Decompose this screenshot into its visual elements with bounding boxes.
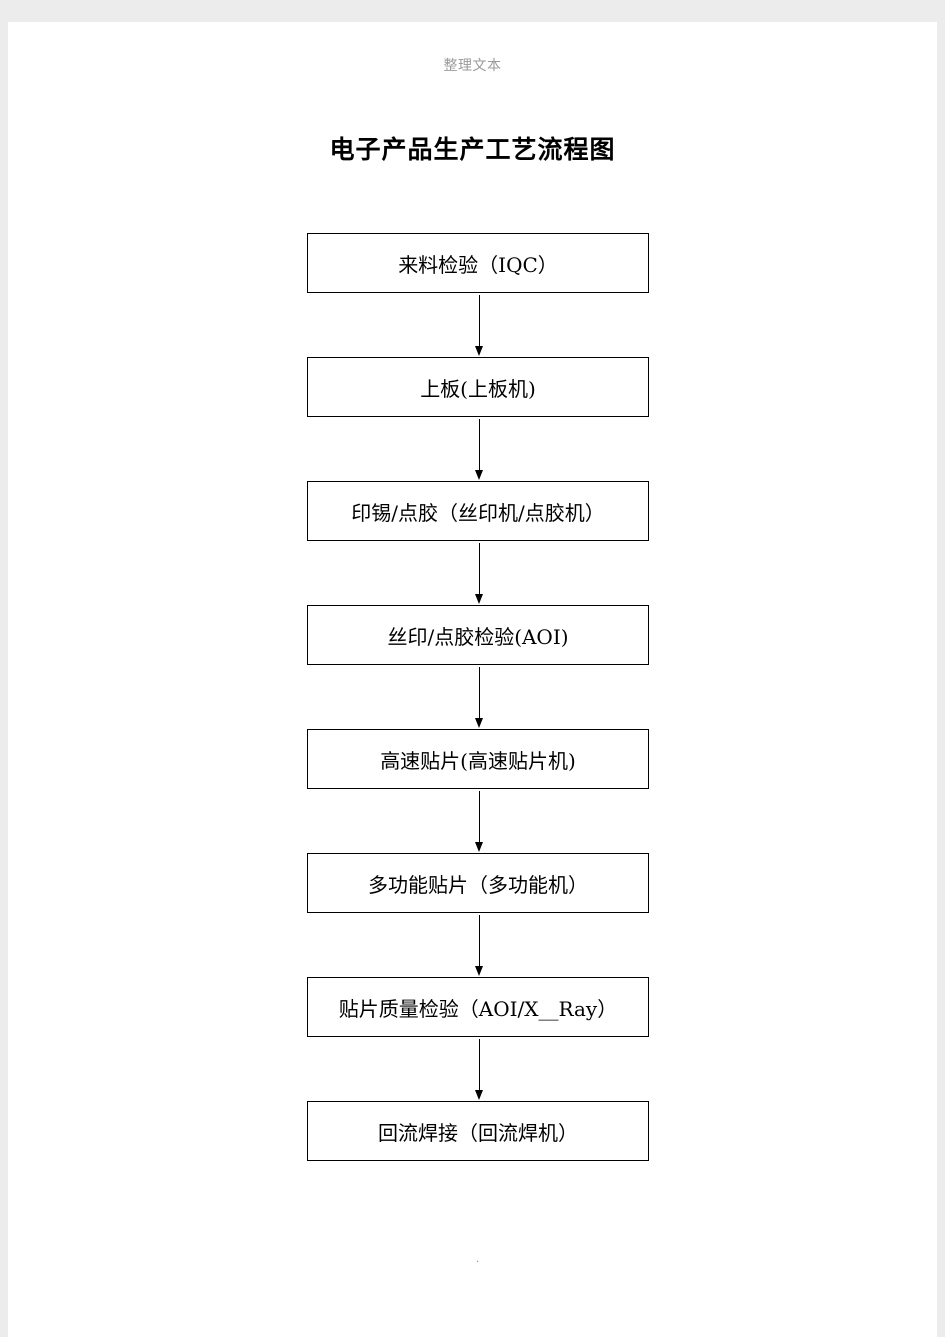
page-footer-mark: . [476,1254,480,1265]
flow-step-label: 贴片质量检验（AOI/X__Ray） [338,996,618,1021]
flow-step-solder-printing: 印锡/点胶（丝印机/点胶机） [307,481,649,541]
flow-step-label: 回流焊接（回流焊机） [378,1120,578,1145]
flow-step-incoming-inspection: 来料检验（IQC） [307,233,649,293]
flow-step-label: 印锡/点胶（丝印机/点胶机） [351,500,605,525]
flow-step-multifunction-placement: 多功能贴片（多功能机） [307,853,649,913]
flow-step-high-speed-placement: 高速贴片(高速贴片机) [307,729,649,789]
flow-step-placement-inspection: 贴片质量检验（AOI/X__Ray） [307,977,649,1037]
flow-step-label: 上板(上板机) [420,376,536,401]
flow-step-label: 多功能贴片（多功能机） [368,872,588,897]
page-header: 整理文本 [443,58,502,74]
flow-step-label: 来料检验（IQC） [398,252,558,277]
flow-step-board-loading: 上板(上板机) [307,357,649,417]
flow-step-reflow-soldering: 回流焊接（回流焊机） [307,1101,649,1161]
flow-step-print-inspection: 丝印/点胶检验(AOI) [307,605,649,665]
flow-step-label: 丝印/点胶检验(AOI) [387,624,569,649]
flow-step-label: 高速贴片(高速贴片机) [380,748,576,773]
document-title: 电子产品生产工艺流程图 [329,135,616,164]
